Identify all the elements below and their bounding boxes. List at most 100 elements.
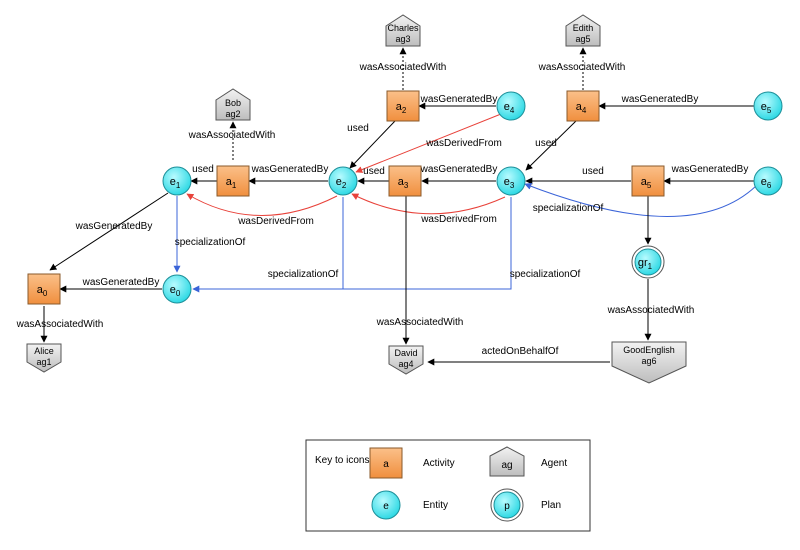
svg-text:ag1: ag1	[36, 357, 51, 367]
entity-e0[interactable]: e0	[162, 274, 192, 304]
svg-text:ag6: ag6	[641, 356, 656, 366]
svg-text:a0: a0	[37, 284, 48, 298]
svg-text:e6: e6	[761, 176, 772, 190]
agents: Charles ag3 Edith ag5 Bob ag2 Alice ag1 …	[26, 14, 687, 384]
svg-text:ag3: ag3	[395, 34, 410, 44]
key-plan-label: Plan	[541, 500, 561, 511]
edge-e6-e3-spec	[524, 183, 757, 217]
label-e1-spec: specializationOf	[175, 237, 246, 248]
edge-e4-e2-derived	[355, 113, 502, 173]
activity-a0[interactable]: a0	[27, 273, 61, 305]
agent-edith[interactable]: Edith ag5	[565, 14, 601, 47]
entity-e4[interactable]: e4	[496, 91, 526, 121]
label-bob-assoc: wasAssociatedWith	[188, 130, 276, 141]
label-a1-used: used	[192, 164, 214, 175]
svg-text:Charles: Charles	[387, 23, 419, 33]
entity-e6[interactable]: e6	[753, 166, 783, 196]
svg-text:GoodEnglish: GoodEnglish	[623, 345, 675, 355]
label-alice-assoc: wasAssociatedWith	[16, 319, 104, 330]
svg-text:ag4: ag4	[398, 359, 413, 369]
activity-a1[interactable]: a1	[216, 165, 250, 197]
label-e2-gen: wasGeneratedBy	[251, 164, 329, 175]
entities: e4 e5 e1 e2 e3 e6 e0 gr1	[162, 91, 783, 304]
edge-a2-e2	[349, 120, 396, 169]
label-acted: actedOnBehalfOf	[482, 346, 559, 357]
svg-text:e5: e5	[761, 101, 772, 115]
activity-a2[interactable]: a2	[386, 90, 420, 122]
label-e4-gen: wasGeneratedBy	[420, 94, 498, 105]
label-a4-used: used	[535, 138, 557, 149]
svg-text:p: p	[504, 501, 510, 512]
plan-gr1[interactable]: gr1	[631, 245, 665, 279]
label-charles-assoc: wasAssociatedWith	[359, 62, 447, 73]
edges	[40, 47, 757, 366]
activity-a4[interactable]: a4	[566, 90, 600, 122]
entity-e1[interactable]: e1	[162, 166, 192, 196]
label-e3-derived: wasDerivedFrom	[420, 214, 497, 225]
key-activity-label: Activity	[423, 458, 455, 469]
key-agent-icon: ag	[489, 446, 525, 477]
key-entity-icon: e	[371, 490, 401, 520]
label-e5-gen: wasGeneratedBy	[621, 94, 699, 105]
label-e2-derived: wasDerivedFrom	[237, 216, 314, 227]
label-e6-spec: specializationOf	[533, 203, 604, 214]
key-legend: Key to icons a Activity ag Agent e Entit…	[305, 439, 591, 532]
key-title: Key to icons	[315, 455, 369, 466]
svg-text:e0: e0	[170, 284, 181, 298]
label-e2-spec: specializationOf	[268, 269, 339, 280]
activity-a3[interactable]: a3	[388, 165, 422, 197]
svg-text:e3: e3	[504, 176, 515, 190]
label-a3-used: used	[363, 166, 385, 177]
label-edith-assoc: wasAssociatedWith	[538, 62, 626, 73]
label-e3-gen: wasGeneratedBy	[420, 164, 498, 175]
key-box	[305, 439, 591, 532]
label-a5-used: used	[582, 166, 604, 177]
agent-bob[interactable]: Bob ag2	[215, 88, 251, 121]
key-agent-label: Agent	[541, 458, 567, 469]
svg-text:gr1: gr1	[638, 257, 653, 271]
svg-text:a5: a5	[641, 176, 652, 190]
label-e4-derived: wasDerivedFrom	[425, 138, 502, 149]
svg-text:David: David	[394, 348, 417, 358]
key-entity-label: Entity	[423, 500, 448, 511]
svg-text:e4: e4	[504, 101, 515, 115]
agent-charles[interactable]: Charles ag3	[385, 14, 421, 47]
agent-goodenglish[interactable]: GoodEnglish ag6	[611, 341, 687, 384]
svg-text:e: e	[383, 501, 389, 512]
activities: a2 a4 a1 a3 a5 a0	[27, 90, 665, 305]
label-e6-gen: wasGeneratedBy	[671, 164, 749, 175]
svg-text:e1: e1	[170, 176, 181, 190]
key-plan-icon: p	[490, 488, 524, 522]
svg-text:a4: a4	[576, 101, 587, 115]
svg-text:ag5: ag5	[575, 34, 590, 44]
edge-a4-e3	[525, 120, 577, 171]
edge-labels: wasAssociatedWith wasAssociatedWith wasA…	[16, 62, 749, 357]
activity-a5[interactable]: a5	[631, 165, 665, 197]
label-goodenglish-assoc: wasAssociatedWith	[607, 305, 695, 316]
svg-text:a2: a2	[396, 101, 407, 115]
svg-text:Bob: Bob	[225, 98, 241, 108]
svg-text:e2: e2	[336, 176, 347, 190]
svg-text:a1: a1	[226, 176, 237, 190]
svg-text:Alice: Alice	[34, 346, 54, 356]
svg-text:Edith: Edith	[573, 23, 594, 33]
svg-text:ag: ag	[501, 460, 512, 471]
label-david-assoc: wasAssociatedWith	[376, 317, 464, 328]
edge-e3-e0-spec	[343, 197, 512, 290]
edge-e2-e1-derived	[186, 193, 338, 216]
edge-e3-e2-derived	[351, 193, 506, 215]
entity-e5[interactable]: e5	[753, 91, 783, 121]
agent-alice[interactable]: Alice ag1	[26, 343, 62, 373]
label-e3-spec: specializationOf	[510, 269, 581, 280]
svg-text:a: a	[383, 459, 389, 470]
entity-e2[interactable]: e2	[328, 166, 358, 196]
svg-text:ag2: ag2	[225, 109, 240, 119]
key-activity-icon: a	[369, 447, 403, 479]
label-e0-gen: wasGeneratedBy	[82, 277, 160, 288]
entity-e3[interactable]: e3	[496, 166, 526, 196]
agent-david[interactable]: David ag4	[388, 345, 424, 375]
edge-e1-a0	[49, 192, 169, 271]
svg-text:a3: a3	[398, 176, 409, 190]
label-e1-gen: wasGeneratedBy	[75, 221, 153, 232]
